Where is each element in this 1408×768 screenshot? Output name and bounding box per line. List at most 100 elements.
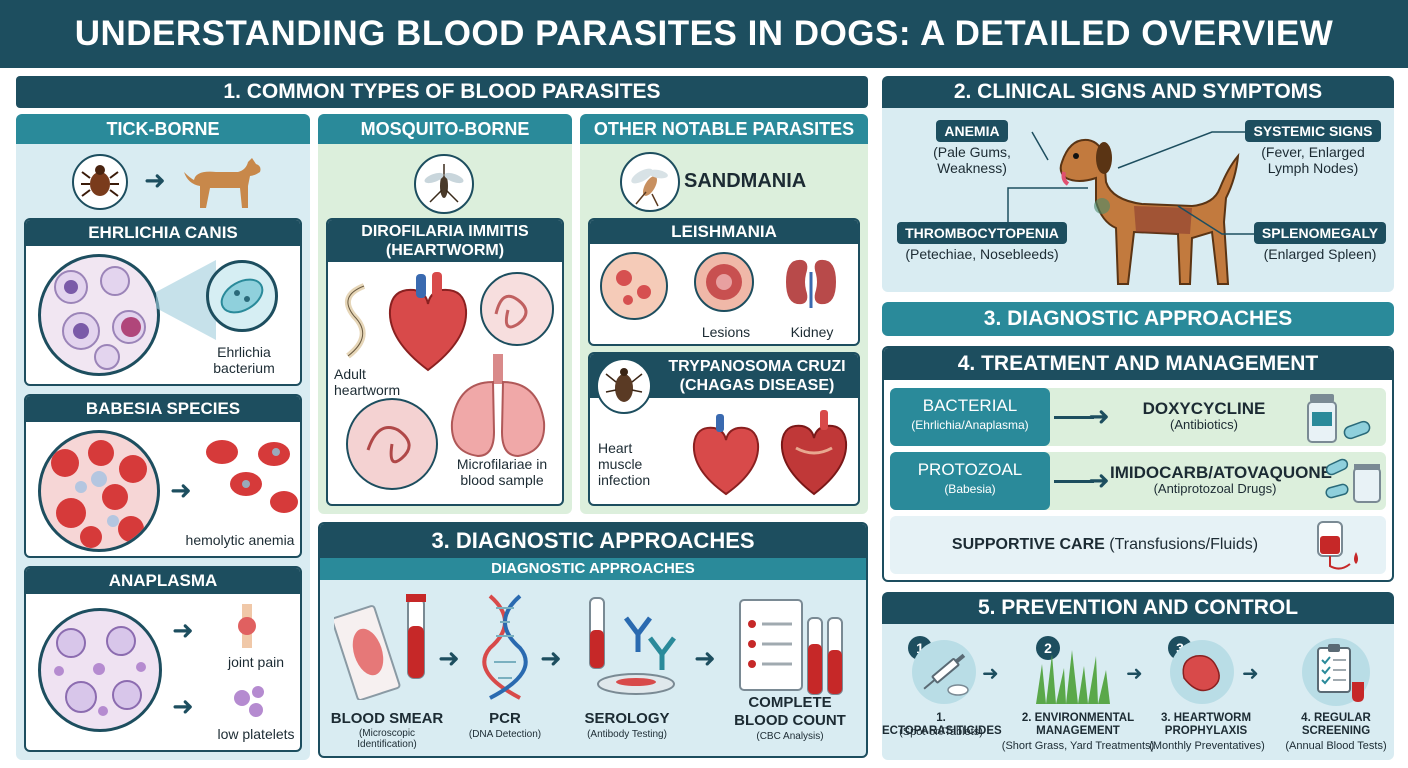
systemic-callout: SYSTEMIC SIGNS (Fever, Enlarged Lymph No… — [1238, 120, 1388, 176]
ehrlichia-title: EHRLICHIA CANIS — [26, 220, 300, 246]
step-desc-1: (Spot-on/Tablets) — [899, 726, 983, 738]
kissing-bug-icon — [596, 358, 652, 414]
clinical-signs-header: 2. CLINICAL SIGNS AND SYMPTOMS — [882, 76, 1394, 108]
step-number-2: 2 — [1036, 636, 1060, 660]
arrow-icon: ➜ — [170, 475, 192, 505]
page-title: UNDERSTANDING BLOOD PARASITES IN DOGS: A… — [0, 0, 1408, 68]
syringe-icon — [912, 640, 976, 704]
spleno-tag: SPLENOMEGALY — [1253, 222, 1387, 244]
arrow-icon: ➜ — [1126, 663, 1143, 685]
lesions-label: Lesions — [701, 324, 751, 340]
arrow-line — [1054, 416, 1094, 419]
arrow-line — [1054, 480, 1094, 483]
blood-smear-image — [331, 590, 434, 701]
diagnostic-right-header: 3. DIAGNOSTIC APPROACHES — [882, 302, 1394, 336]
thrombo-desc: (Petechiae, Nosebleeds) — [905, 246, 1059, 262]
other-parasites-header: OTHER NOTABLE PARASITES — [580, 114, 868, 144]
tick-borne-panel: TICK-BORNE ➜ EHRLICHIA CANIS Ehrlichia b… — [16, 114, 310, 760]
anemia-desc: (Pale Gums, Weakness) — [933, 144, 1011, 176]
mosquito-borne-header: MOSQUITO-BORNE — [318, 114, 572, 144]
sandfly-icon — [620, 152, 680, 212]
diagnostic-header: 3. DIAGNOSTIC APPROACHES — [320, 524, 866, 558]
arrow-icon: ➜ — [1088, 465, 1110, 495]
arrow-icon: ➜ — [540, 643, 562, 673]
spleno-desc: (Enlarged Spleen) — [1263, 246, 1377, 262]
serology-image — [576, 594, 686, 698]
anemia-tag: ANEMIA — [936, 120, 1008, 142]
dog-icon — [176, 150, 266, 214]
leishmania-title: LEISHMANIA — [590, 220, 858, 244]
babesia-card: BABESIA SPECIES ➜ hemolytic anemia — [24, 394, 302, 558]
thrombo-tag: THROMBOCYTOPENIA — [897, 222, 1067, 244]
prevention-panel: 5. PREVENTION AND CONTROL 1 ➜ 2 ➜ 3 ➜ 1.… — [882, 592, 1394, 760]
doxycycline-desc: (Antibiotics) — [1170, 417, 1238, 432]
protozoal-sub: (Babesia) — [944, 482, 996, 496]
blood-smear-desc: (Microscopic Identification) — [357, 728, 417, 750]
trypanosoma-card: TRYPANOSOMA CRUZI (CHAGAS DISEASE) Heart… — [588, 352, 860, 506]
blood-cells-image — [38, 254, 160, 376]
pcr-desc: (DNA Detection) — [468, 729, 542, 740]
arrow-down-icon: ➜ — [172, 691, 194, 721]
capsule-jar-icon — [1322, 456, 1384, 506]
tick-icon — [72, 154, 128, 210]
adult-worms-image — [334, 276, 394, 366]
supportive-row: SUPPORTIVE CARE (Transfusions/Fluids) — [890, 516, 1386, 574]
bacterium-image — [206, 260, 278, 332]
supportive-text: SUPPORTIVE CARE (Transfusions/Fluids) — [910, 536, 1300, 554]
sandfly-label: SANDMANIA — [684, 170, 807, 192]
step-desc-3: (Monthly Preventatives) — [1149, 740, 1265, 752]
serology-label: SEROLOGY — [584, 710, 670, 727]
heart-image — [686, 412, 766, 498]
mosquito-icon — [414, 154, 474, 214]
arrow-icon: ➜ — [1088, 401, 1110, 431]
step-desc-4: (Annual Blood Tests) — [1285, 740, 1387, 752]
cbc-label: COMPLETE BLOOD COUNT — [734, 694, 846, 729]
lesion-zoom-image — [694, 252, 754, 312]
mosquito-borne-panel: MOSQUITO-BORNE DIROFILARIA IMMITIS (HEAR… — [318, 114, 572, 514]
imidocarb-label: IMIDOCARB/ATOVAQUONE — [1110, 463, 1332, 482]
pcr-label: PCR — [489, 710, 521, 727]
step-label-4: 4. REGULAR SCREENING — [1301, 712, 1371, 737]
protozoal-type: PROTOZOAL — [917, 460, 1023, 479]
anaplasma-label-platelets: low platelets — [217, 726, 295, 742]
doxycycline-label: DOXYCYCLINE — [1142, 399, 1266, 418]
arrow-icon: ➜ — [1242, 663, 1259, 685]
iv-bag-icon — [1310, 518, 1370, 574]
tick-borne-header: TICK-BORNE — [16, 114, 310, 144]
kidney-label: Kidney — [790, 324, 834, 340]
arrow-icon: ➜ — [438, 643, 460, 673]
babesia-title: BABESIA SPECIES — [26, 396, 300, 422]
cbc-desc: (CBC Analysis) — [756, 731, 824, 742]
trypanosoma-label: Heart muscle infection — [598, 440, 651, 488]
grass-icon — [1032, 644, 1116, 704]
kidney-icon — [776, 254, 846, 310]
microfilariae-zoom-image — [346, 398, 438, 490]
treatment-header: 4. TREATMENT AND MANAGEMENT — [884, 348, 1392, 380]
lungs-image — [438, 352, 558, 462]
heart-image — [378, 270, 478, 374]
arrow-icon: ➜ — [982, 663, 999, 685]
anaplasma-title: ANAPLASMA — [26, 568, 300, 594]
bacterial-sub: (Ehrlichia/Anaplasma) — [911, 418, 1029, 432]
thrombo-callout: THROMBOCYTOPENIA (Petechiae, Nosebleeds) — [892, 222, 1072, 262]
chewable-icon — [1170, 640, 1234, 704]
hemolysis-image — [196, 432, 300, 522]
step-label-1: 1. ECTOPARASITICIDES — [882, 712, 1002, 737]
clinical-signs-panel: 2. CLINICAL SIGNS AND SYMPTOMS ANEMIA (P… — [882, 76, 1394, 292]
clipboard-icon — [1302, 638, 1370, 706]
anaplasma-card: ANAPLASMA ➜ ➜ joint pain low platelets — [24, 566, 302, 752]
heartworm-card: DIROFILARIA IMMITIS (HEARTWORM) Adult he… — [326, 218, 564, 506]
section1-header: 1. COMMON TYPES OF BLOOD PARASITES — [16, 76, 868, 108]
prevention-header: 5. PREVENTION AND CONTROL — [882, 592, 1394, 624]
imidocarb-desc: (Antiprotozoal Drugs) — [1153, 481, 1277, 496]
treatment-panel: 4. TREATMENT AND MANAGEMENT BACTERIAL (E… — [882, 346, 1394, 582]
cbc-report-image — [734, 594, 846, 702]
skin-lesions-image — [600, 252, 668, 320]
supportive-label: SUPPORTIVE CARE — [951, 536, 1105, 553]
babesia-label: hemolytic anemia — [185, 532, 295, 548]
diagnostic-subheader: DIAGNOSTIC APPROACHES — [320, 558, 866, 580]
ehrlichia-label: Ehrlichia bacterium — [213, 344, 275, 376]
imidocarb-text: IMIDOCARB/ATOVAQUONE (Antiprotozoal Drug… — [1110, 463, 1332, 496]
anemia-callout: ANEMIA (Pale Gums, Weakness) — [912, 120, 1032, 176]
anaplasma-label-joint: joint pain — [227, 654, 285, 670]
